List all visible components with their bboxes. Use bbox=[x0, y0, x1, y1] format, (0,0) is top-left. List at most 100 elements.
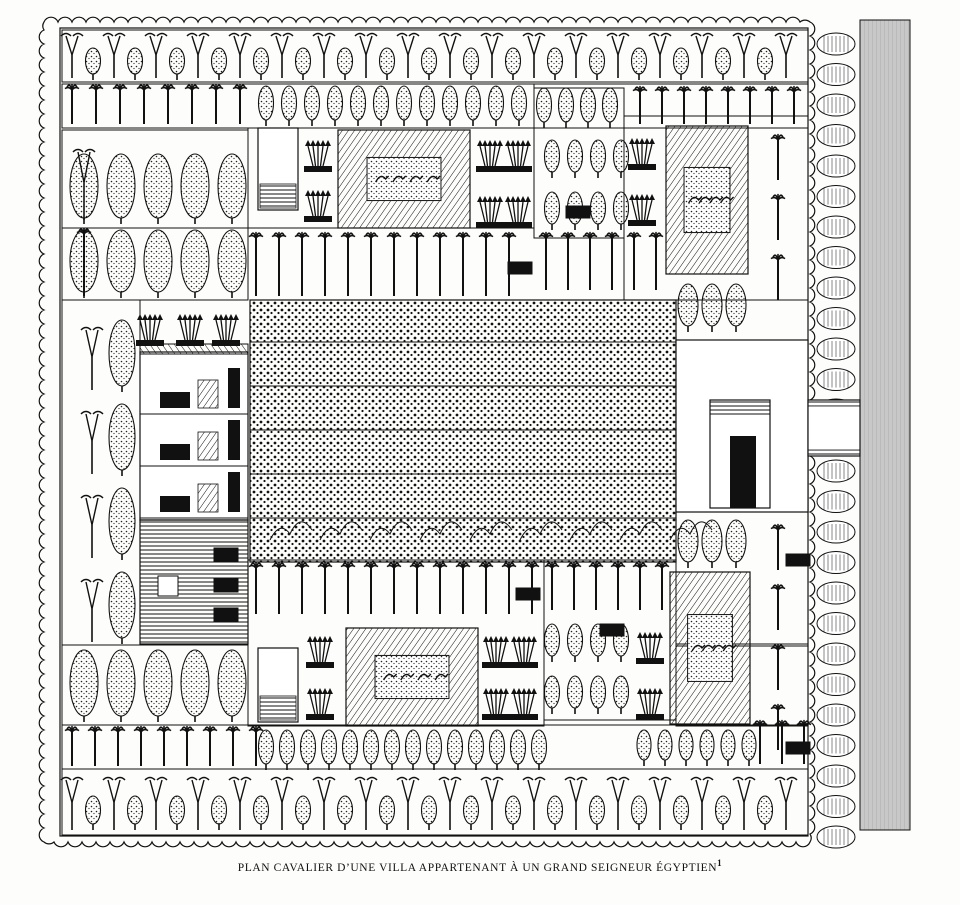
sycamore-tree bbox=[630, 795, 648, 830]
sycamore-tree bbox=[383, 729, 401, 770]
papyrus-clump bbox=[510, 688, 538, 720]
palm-tree bbox=[544, 561, 560, 610]
palm-tree bbox=[294, 231, 310, 296]
vineyard-pergola bbox=[249, 299, 713, 563]
palm-tree bbox=[160, 83, 176, 124]
sycamore-tree bbox=[108, 571, 136, 644]
doum-palm-tree bbox=[690, 776, 714, 830]
sycamore-tree bbox=[143, 229, 173, 298]
sycamore-tree bbox=[612, 675, 630, 714]
palm-tree bbox=[248, 725, 264, 766]
palm-tree bbox=[202, 725, 218, 766]
sycamore-tree bbox=[303, 85, 321, 126]
doum-palm-tree bbox=[102, 32, 126, 78]
papyrus-clump bbox=[482, 688, 510, 720]
doorway bbox=[228, 472, 240, 512]
papyrus-clump bbox=[504, 196, 532, 228]
sycamore-tree bbox=[418, 85, 436, 126]
sycamore-tree bbox=[756, 795, 774, 830]
palm-tree bbox=[386, 561, 402, 614]
sycamore-tree bbox=[543, 139, 561, 178]
palm-tree bbox=[742, 85, 758, 124]
palm-tree bbox=[409, 231, 425, 296]
seated-figure bbox=[160, 444, 190, 460]
sycamore-tree bbox=[589, 675, 607, 714]
palm-tree bbox=[560, 231, 576, 290]
doum-palm-tree bbox=[396, 32, 420, 78]
palm-tree bbox=[184, 83, 200, 124]
palm-tree bbox=[64, 725, 80, 766]
sycamore-tree bbox=[84, 795, 102, 830]
doum-palm-tree bbox=[102, 776, 126, 830]
duck-figure bbox=[698, 196, 713, 204]
doum-palm-tree bbox=[438, 776, 462, 830]
fish-pool bbox=[337, 129, 471, 229]
palm-tree bbox=[432, 231, 448, 296]
sycamore-tree bbox=[252, 47, 270, 80]
sycamore-tree bbox=[699, 729, 715, 766]
doum-palm-tree bbox=[80, 410, 104, 474]
doum-palm-tree bbox=[80, 494, 104, 558]
garden-compartment bbox=[543, 559, 677, 721]
sycamore-tree bbox=[557, 87, 575, 128]
duck-figure bbox=[400, 673, 415, 681]
sycamore-tree bbox=[320, 729, 338, 770]
sycamore-tree bbox=[672, 795, 690, 830]
seated-figure bbox=[160, 496, 190, 512]
scalloped-enclosure-wall bbox=[38, 16, 816, 848]
palm-tree bbox=[720, 85, 736, 124]
sycamore-tree bbox=[725, 519, 747, 568]
palm-tree bbox=[271, 561, 287, 614]
sycamore-tree bbox=[84, 47, 102, 80]
sycamore-tree bbox=[714, 47, 732, 80]
sycamore-tree bbox=[106, 153, 136, 224]
garden-compartment bbox=[61, 768, 809, 836]
sycamore-tree bbox=[210, 47, 228, 80]
sycamore-tree bbox=[589, 191, 607, 230]
sycamore-tree bbox=[543, 623, 561, 662]
sycamore-tree bbox=[210, 795, 228, 830]
palm-tree bbox=[386, 231, 402, 296]
papyrus-clump bbox=[306, 688, 334, 720]
doum-palm-tree bbox=[80, 578, 104, 642]
palm-tree bbox=[478, 561, 494, 614]
papyrus-clump bbox=[176, 314, 204, 346]
sycamore-tree bbox=[341, 729, 359, 770]
sycamore-tree bbox=[126, 795, 144, 830]
papyrus-clump bbox=[510, 636, 538, 668]
doum-palm-tree bbox=[648, 776, 672, 830]
duck-figure bbox=[383, 673, 398, 681]
sycamore-tree bbox=[588, 47, 606, 80]
palm-tree bbox=[770, 643, 786, 690]
palm-tree bbox=[363, 561, 379, 614]
sycamore-tree bbox=[678, 729, 694, 766]
palm-tree bbox=[271, 231, 287, 296]
palm-tree bbox=[654, 85, 670, 124]
palm-tree bbox=[110, 725, 126, 766]
palm-tree bbox=[786, 85, 802, 124]
palm-tree bbox=[179, 725, 195, 766]
sycamore-tree bbox=[294, 795, 312, 830]
sycamore-tree bbox=[487, 85, 505, 126]
papyrus-clump bbox=[504, 140, 532, 172]
doum-palm-tree bbox=[60, 32, 84, 78]
duck-figure bbox=[409, 175, 424, 183]
canal-strip bbox=[859, 19, 911, 831]
palm-tree bbox=[478, 231, 494, 296]
sycamore-tree bbox=[372, 85, 390, 126]
palm-tree bbox=[604, 231, 620, 290]
palm-tree bbox=[588, 561, 604, 610]
palm-tree bbox=[648, 231, 664, 290]
wall-door bbox=[785, 741, 811, 755]
sycamore-tree bbox=[546, 795, 564, 830]
duck-figure bbox=[417, 673, 432, 681]
papyrus-clump bbox=[636, 632, 664, 664]
palm-tree bbox=[409, 561, 425, 614]
sycamore-tree bbox=[106, 229, 136, 298]
doorway bbox=[228, 368, 240, 408]
offering-table bbox=[197, 483, 219, 513]
papyrus-clump bbox=[212, 314, 240, 346]
doum-palm-tree bbox=[438, 32, 462, 78]
palm-tree bbox=[340, 231, 356, 296]
